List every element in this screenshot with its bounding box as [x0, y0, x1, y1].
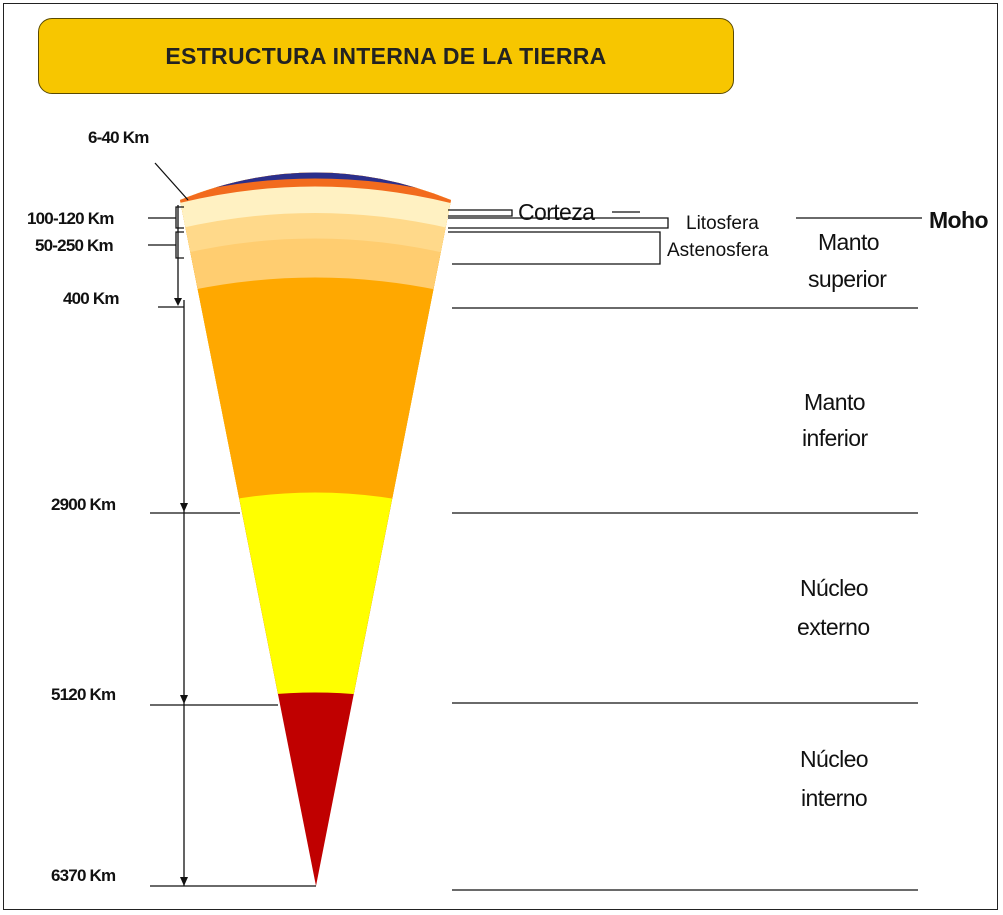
- lithosphere-lower-layer: [180, 172, 451, 236]
- label-manto-inferior-1: Manto: [804, 389, 865, 415]
- title-banner: ESTRUCTURA INTERNA DE LA TIERRA: [38, 18, 734, 94]
- depth-label-asthenosphere: 50-250 Km: [35, 236, 114, 255]
- depth-label-lower-mantle: 2900 Km: [51, 495, 116, 514]
- depth-label-outer-core: 5120 Km: [51, 685, 116, 704]
- diagram-frame: [3, 3, 998, 910]
- label-nucleo-externo-1: Núcleo: [800, 575, 868, 601]
- label-nucleo-interno-2: interno: [801, 785, 867, 811]
- earth-cone: [180, 172, 451, 886]
- axis-arrowheads: [174, 298, 188, 886]
- label-manto-superior-1: Manto: [818, 229, 879, 255]
- layer-boundaries: [448, 209, 922, 891]
- crust-layer: [180, 172, 451, 203]
- label-nucleo-interno-1: Núcleo: [800, 746, 868, 772]
- label-nucleo-externo-2: externo: [797, 614, 870, 640]
- label-litosfera: Litosfera: [686, 213, 759, 234]
- label-manto-superior-2: superior: [808, 266, 887, 292]
- label-astenosfera: Astenosfera: [667, 240, 769, 261]
- depth-label-upper-mantle: 400 Km: [63, 289, 119, 308]
- depth-label-lithosphere: 100-120 Km: [27, 209, 114, 228]
- diagram-title: ESTRUCTURA INTERNA DE LA TIERRA: [165, 42, 607, 69]
- label-moho: Moho: [929, 207, 988, 233]
- depth-label-crust: 6-40 Km: [88, 128, 149, 147]
- label-manto-inferior-2: inferior: [802, 425, 868, 451]
- depth-axis: [148, 162, 316, 887]
- lithospheric-mantle-layer: [180, 172, 451, 211]
- depth-label-inner-core: 6370 Km: [51, 866, 116, 885]
- label-corteza: Corteza: [518, 199, 595, 225]
